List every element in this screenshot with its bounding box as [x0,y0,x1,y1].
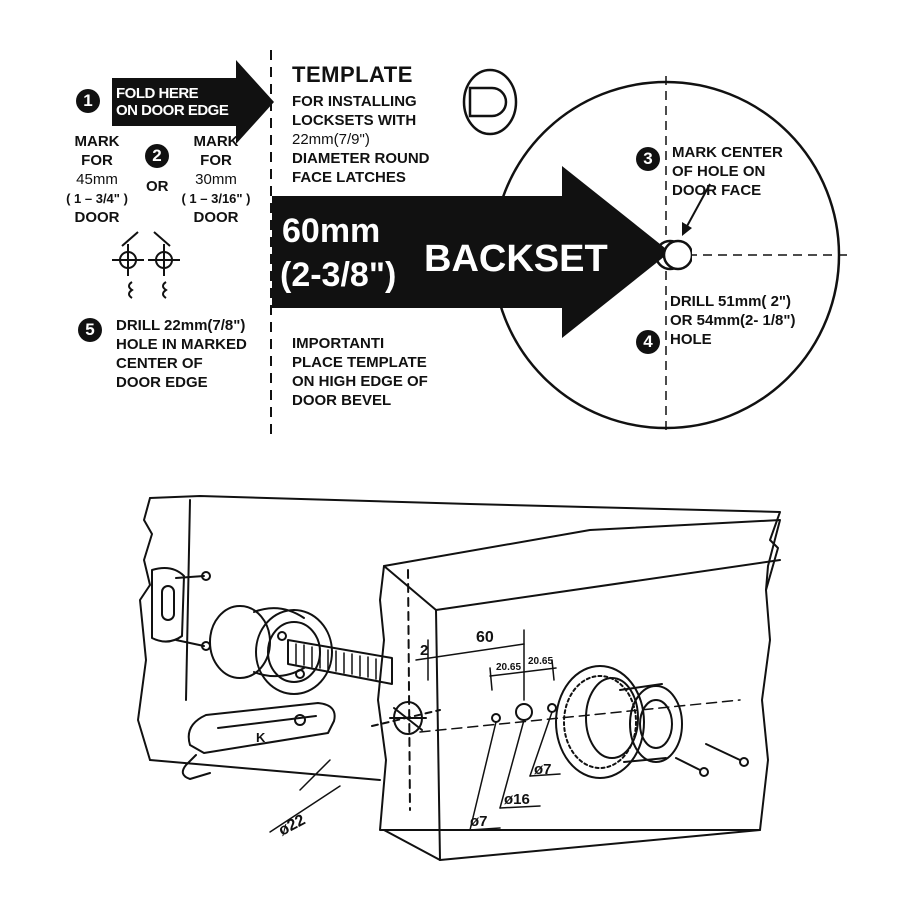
interior-knob [209,605,333,695]
mark-for-30mm: MARK FOR 30mm ( 1 – 3/16" ) DOOR [181,133,251,226]
latch-face-icon [462,68,518,136]
face-bores [419,699,741,733]
door-slab [377,519,781,861]
template-subtitle: FOR INSTALLING LOCKSETS WITH 22mm(7/9") … [292,93,430,186]
dia-7: ø7 [470,813,488,830]
latch [181,702,336,780]
dim-20-65-right: 20.65 [528,656,553,667]
important-note: IMPORTANTI PLACE TEMPLATE ON HIGH EDGE O… [292,335,428,409]
fold-here-arrow [112,60,274,144]
installation-template: 1 FOLD HERE ON DOOR EDGE 2 MARK FOR 45mm… [66,50,848,440]
exterior-knob [555,665,749,779]
dim-60-label: 60 [476,629,494,646]
step-4-text: DRILL 51mm( 2") OR 54mm(2- 1/8") HOLE [670,293,796,348]
edge-bore [371,701,441,735]
backset-mm: 60mm [282,212,381,250]
backset-arrow [272,166,692,338]
step-2-badge: 2 [145,144,169,168]
template-title: TEMPLATE [292,62,413,87]
spindle [287,639,393,685]
fold-line [270,50,272,440]
dia-16: ø16 [504,791,530,808]
step-4-badge: 4 [636,330,660,354]
dim-2-label: 2 [420,642,428,659]
mark-for-45mm: MARK FOR 45mm ( 1 – 3/4" ) DOOR [66,133,128,226]
step-1-badge: 1 [76,89,100,113]
dia-22: ø22 [276,812,308,840]
or-label: OR [146,178,169,195]
edge-center-marks [112,231,180,299]
latch-mark: K [256,730,266,745]
fold-here-label: FOLD HERE ON DOOR EDGE [116,85,229,119]
step-5-badge: 5 [78,318,102,342]
step-3-text: MARK CENTER OF HOLE ON DOOR FACE [672,144,783,199]
step-3-badge: 3 [636,147,660,171]
dim-20-65-left: 20.65 [496,662,521,673]
step-5-text: DRILL 22mm(7/8") HOLE IN MARKED CENTER O… [116,317,247,391]
dia-7-small: ø7 [534,761,552,778]
backset-inch: (2-3/8") [280,256,397,294]
dimension-lines [269,629,561,833]
door-jamb [137,495,781,781]
backset-label: BACKSET [424,238,608,280]
exploded-installation-drawing: 60 2 20.65 20.65 ø7 ø16 ø7 ø22 K [137,495,781,861]
